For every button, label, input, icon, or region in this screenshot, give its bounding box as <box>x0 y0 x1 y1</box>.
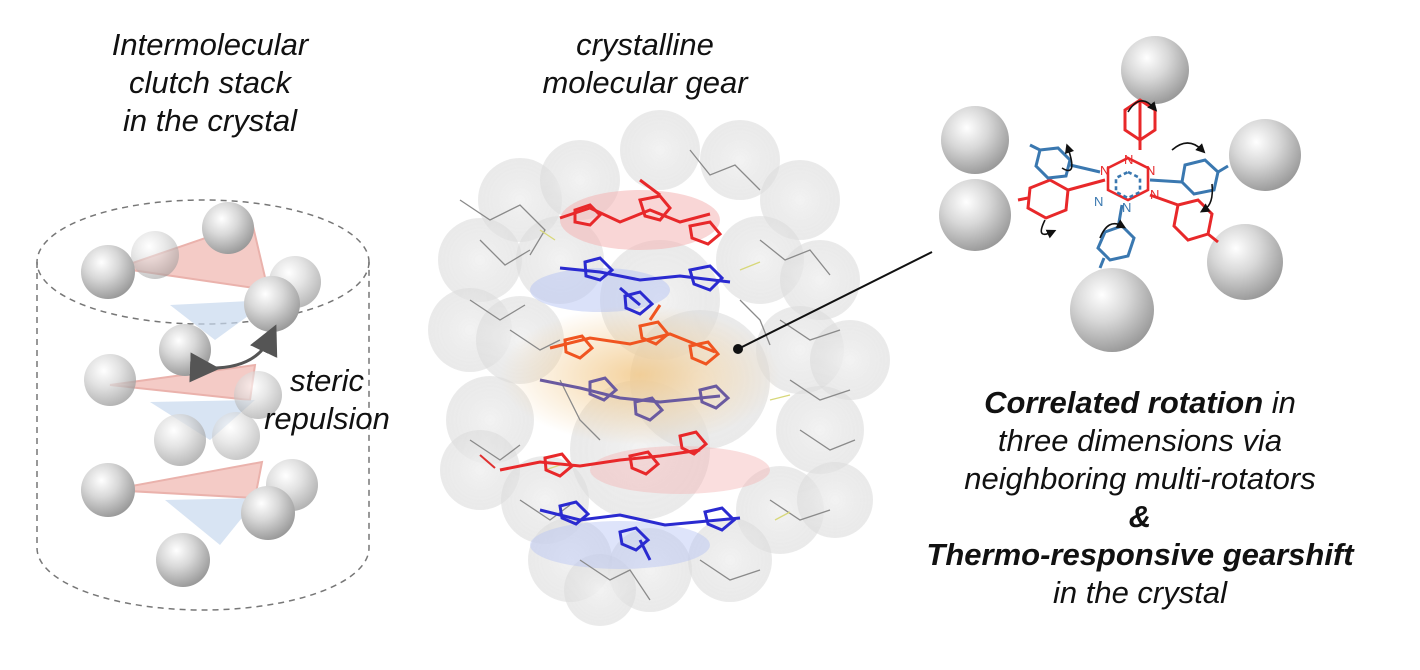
sphere <box>154 414 206 466</box>
clutch-stack-diagram <box>36 199 370 611</box>
summary-line-1-rest: in <box>1263 385 1296 420</box>
orange-molecule-middle <box>549 304 721 366</box>
sphere <box>244 276 300 332</box>
summary-bold-correlated-rotation: Correlated rotation <box>984 385 1264 420</box>
center-title-line-1: crystalline <box>576 27 714 62</box>
sphere <box>1229 119 1301 191</box>
sphere <box>939 179 1011 251</box>
sphere <box>131 231 179 279</box>
triazine-n-label: N <box>1100 163 1109 178</box>
steric-repulsion-arrow <box>189 324 278 383</box>
blue-molecule-upper <box>559 256 731 316</box>
summary-line-3: neighboring multi-rotators <box>964 461 1316 496</box>
triazine-n-label: N <box>1146 163 1155 178</box>
summary-line-ampersand: & <box>1128 499 1152 534</box>
sphere <box>1121 36 1189 104</box>
triazine-n-label: N <box>1122 200 1131 215</box>
crystal-structure <box>428 110 933 626</box>
red-molecule-top <box>559 178 723 246</box>
triazine-core-red <box>1106 156 1150 202</box>
left-title-line-1: Intermolecular <box>111 27 309 62</box>
left-panel-title: Intermolecular clutch stack in the cryst… <box>50 26 370 140</box>
layer-2-blue-triangle <box>150 400 255 440</box>
sphere <box>84 354 136 406</box>
left-title-line-2: clutch stack <box>129 65 291 100</box>
sphere <box>234 371 282 419</box>
sphere <box>159 324 211 376</box>
sphere <box>81 245 135 299</box>
layer-3-blue-triangle <box>165 498 258 545</box>
callout-dot <box>733 344 743 354</box>
sphere <box>156 533 210 587</box>
summary-line-6: in the crystal <box>1052 575 1227 610</box>
summary-text: Correlated rotation in three dimensions … <box>880 384 1400 612</box>
silicon-bonds <box>539 229 791 521</box>
slate-molecule-middle <box>539 376 731 422</box>
steric-label-line-2: repulsion <box>264 401 390 436</box>
steric-label-line-1: steric <box>289 363 365 398</box>
red-surface-tint <box>560 190 720 250</box>
red-molecule-lower <box>499 430 709 478</box>
triazine-n-label: N <box>1094 194 1103 209</box>
triazine-n-label: N <box>1124 152 1133 167</box>
center-panel-title: crystalline molecular gear <box>480 26 810 102</box>
blue-surface-tint-2 <box>530 521 710 569</box>
rotation-arrows <box>1040 100 1214 239</box>
blue-molecule-bottom <box>539 500 741 561</box>
summary-bold-gearshift: Thermo-responsive gearshift <box>926 537 1354 572</box>
alkyl-sticks <box>459 149 856 601</box>
multi-rotator-molecule: N N N N N N <box>939 36 1301 352</box>
red-phenyl-rotors <box>1017 98 1219 244</box>
left-title-line-3: in the crystal <box>122 103 297 138</box>
sphere <box>212 412 260 460</box>
sphere <box>941 106 1009 174</box>
layer-3-red-triangle <box>109 460 264 500</box>
triazine-core-blue <box>1114 170 1142 200</box>
callout-line <box>737 251 933 350</box>
steric-repulsion-label: steric repulsion <box>262 362 392 438</box>
sphere <box>81 463 135 517</box>
cylinder-outline <box>36 262 370 611</box>
triazine-n-label: N <box>1150 187 1159 202</box>
oxygen-bond <box>479 454 496 469</box>
sphere <box>1070 268 1154 352</box>
summary-line-1: Correlated rotation in <box>880 384 1400 422</box>
center-title-line-2: molecular gear <box>542 65 748 100</box>
sphere <box>241 486 295 540</box>
summary-line-2: three dimensions via <box>997 423 1283 458</box>
clutch-spheres <box>81 202 321 587</box>
sphere <box>202 202 254 254</box>
sphere <box>1207 224 1283 300</box>
